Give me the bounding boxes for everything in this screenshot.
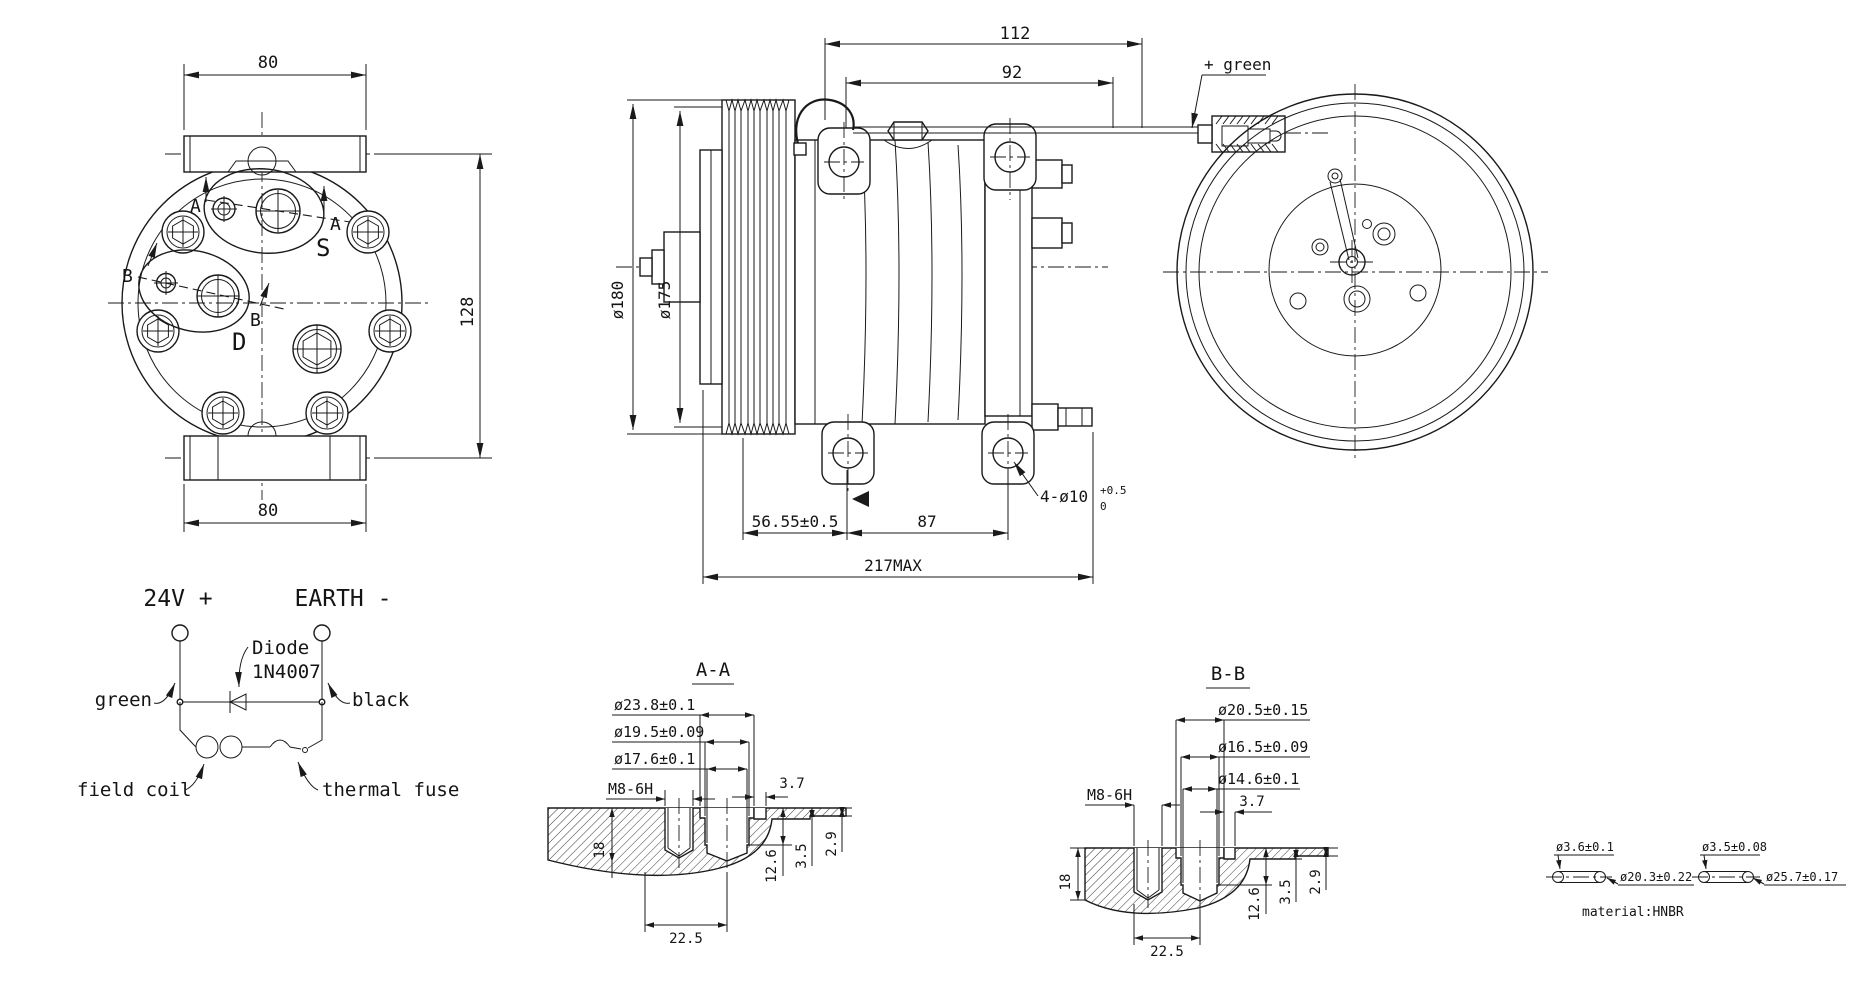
oring-details: ø3.6±0.1 ø20.3±0.22 ø3.5±0.08 ø25.7±0.17…	[1546, 840, 1846, 920]
side-view: + green 112 92 ø180 ø175 56.55±0.5 87	[608, 24, 1330, 584]
dim-4-dia10: 4-ø10	[1040, 487, 1088, 506]
section-aa-dim126: 12.6	[764, 849, 780, 883]
wiring-diagram: 24V + EARTH - Diode 1N4007 green black	[77, 586, 459, 801]
wire-connector	[1197, 115, 1286, 153]
dim-128: 128	[458, 297, 478, 328]
section-aa-dim29: 2.9	[824, 831, 840, 856]
section-bb-thread-label: M8-6H	[1087, 786, 1132, 804]
oring-left: ø3.6±0.1 ø20.3±0.22	[1546, 840, 1694, 886]
section-bb-dim225: 22.5	[1150, 944, 1184, 960]
datum-triangle-marker	[852, 491, 869, 507]
section-label-a-left: A	[190, 196, 201, 217]
oring-left-id-label: ø20.3±0.22	[1620, 870, 1692, 884]
oring-right-id-label: ø25.7±0.17	[1766, 870, 1838, 884]
section-aa-dim225: 22.5	[669, 931, 703, 947]
dim-top-80: 80	[258, 53, 278, 73]
section-aa-dia3: ø17.6±0.1	[614, 750, 695, 768]
dim-112: 112	[1000, 24, 1031, 44]
wire-harness: + green	[793, 55, 1330, 156]
field-coil-symbol	[179, 702, 270, 759]
thermal-fuse-label: thermal fuse	[322, 779, 459, 801]
section-aa-cut-body	[547, 807, 847, 877]
section-bb-dia1: ø20.5±0.15	[1218, 701, 1308, 719]
terminal-negative-label: EARTH -	[295, 586, 392, 612]
front-top-bracket	[183, 135, 367, 176]
section-aa: A-A ø23.8±0.1 ø19.5±0.09 ø17.6±0.1 M8-6H…	[547, 659, 852, 947]
front-dimensions: 80 80 128	[183, 53, 492, 532]
section-label-b-left: B	[122, 266, 133, 287]
dim-bottom-80: 80	[258, 501, 278, 521]
terminal-positive-label: 24V +	[143, 586, 212, 612]
dim-4-dia10-tol-lower: 0	[1100, 500, 1107, 513]
side-dimensions: 112 92 ø180 ø175 56.55±0.5 87 217MAX 4-ø…	[608, 24, 1143, 584]
oring-right-cs-label: ø3.5±0.08	[1702, 840, 1767, 854]
dim-4-dia10-tol-upper: +0.5	[1100, 484, 1127, 497]
hex-plug	[292, 324, 342, 374]
wire-color-label: + green	[1204, 55, 1271, 74]
section-bb: B-B ø20.5±0.15 ø16.5±0.09 ø14.6±0.1 3.7 …	[1058, 663, 1338, 960]
section-bb-slot	[1223, 848, 1236, 860]
rear-hub-details	[1289, 168, 1427, 313]
front-view: A A B B S D 80 80 128	[108, 53, 492, 532]
diode-label-line2: 1N4007	[252, 661, 321, 683]
clutch-hub	[639, 149, 723, 385]
oring-right: ø3.5±0.08 ø25.7±0.17	[1692, 840, 1846, 886]
section-label-a-right: A	[330, 214, 341, 235]
diode-symbol	[228, 691, 247, 713]
pulley	[721, 98, 796, 436]
mounting-bolts	[136, 210, 412, 435]
field-coil-label: field coil	[77, 779, 191, 801]
section-aa-dia1: ø23.8±0.1	[614, 696, 695, 714]
section-bb-dim18: 18	[1058, 874, 1074, 891]
discharge-label: D	[232, 328, 246, 356]
section-bb-dim126: 12.6	[1247, 887, 1263, 921]
dim-5655: 56.55±0.5	[752, 512, 839, 531]
section-aa-title: A-A	[696, 659, 731, 681]
dim-87: 87	[917, 512, 936, 531]
section-bb-title: B-B	[1211, 663, 1245, 685]
section-aa-slot	[753, 808, 767, 820]
section-bb-dia2: ø16.5±0.09	[1218, 738, 1308, 756]
section-aa-dim35: 3.5	[794, 843, 810, 868]
section-bb-dim37: 3.7	[1239, 794, 1264, 810]
dim-92: 92	[1002, 63, 1022, 83]
black-wire-label: black	[352, 689, 410, 711]
section-bb-dia3: ø14.6±0.1	[1218, 770, 1299, 788]
suction-label: S	[316, 234, 330, 262]
dim-dia180: ø180	[608, 281, 627, 320]
section-aa-dim18: 18	[592, 842, 608, 859]
section-bb-dim29: 2.9	[1308, 869, 1324, 894]
section-aa-dia2: ø19.5±0.09	[614, 723, 704, 741]
section-label-b-right: B	[250, 310, 261, 331]
dim-217max: 217MAX	[864, 556, 922, 575]
front-bottom-bracket	[183, 421, 367, 481]
section-bb-dim35: 3.5	[1278, 879, 1294, 904]
oring-left-cs-label: ø3.6±0.1	[1556, 840, 1614, 854]
green-wire-label: green	[95, 689, 152, 711]
section-aa-dim37: 3.7	[779, 776, 804, 792]
mounting-lugs	[817, 118, 1037, 492]
section-aa-thread-label: M8-6H	[608, 780, 653, 798]
diode-label-line1: Diode	[252, 637, 309, 659]
dim-dia175: ø175	[655, 281, 674, 320]
thermal-fuse-symbol	[269, 702, 323, 753]
rear-view	[1163, 84, 1548, 460]
section-plane-b: B B	[122, 242, 285, 331]
section-plane-a: A A	[190, 177, 351, 235]
oring-material-label: material:HNBR	[1582, 905, 1684, 920]
